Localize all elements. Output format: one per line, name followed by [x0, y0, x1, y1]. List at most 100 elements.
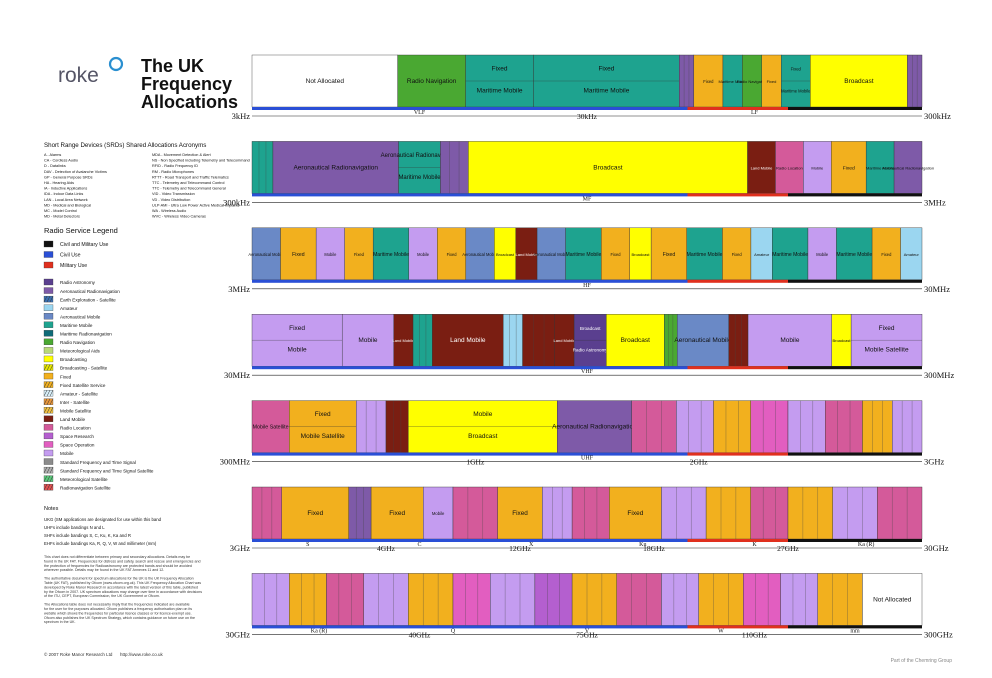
legend-title: Radio Service Legend [44, 226, 118, 235]
allocation-segment[interactable] [397, 54, 466, 108]
allocation-segment[interactable] [251, 54, 398, 108]
allocation-segment[interactable] [452, 486, 498, 540]
note-line: SHFs include bandings S, C, Ku, K, Ka an… [44, 533, 131, 538]
allocation-segment[interactable] [747, 141, 776, 194]
allocation-segment[interactable] [661, 573, 699, 626]
allocation-segment[interactable] [907, 54, 923, 108]
allocation-segment[interactable] [571, 573, 617, 626]
row-start-label: 30MHz [224, 370, 250, 380]
legend-swatch [43, 372, 54, 380]
allocation-segment[interactable] [534, 573, 573, 626]
row-mid-label: 30kHz [577, 112, 598, 121]
allocation-segment[interactable] [503, 314, 523, 367]
row-mid-label: 75GHz [576, 630, 598, 639]
allocation-segment[interactable] [831, 141, 867, 194]
allocation-segment[interactable] [440, 141, 469, 194]
allocation-segment[interactable] [465, 227, 495, 281]
allocation-segment[interactable] [423, 486, 454, 540]
allocation-segment[interactable] [810, 54, 908, 108]
segment-label: Fixed [447, 252, 457, 257]
allocation-segment[interactable] [606, 314, 665, 367]
allocation-segment[interactable] [251, 400, 290, 453]
allocation-segment[interactable] [892, 400, 923, 453]
allocation-segment[interactable] [251, 486, 282, 540]
allocation-segment[interactable] [348, 486, 372, 540]
legend-label: Earth Exploration - Satellite [60, 297, 116, 302]
allocation-segment[interactable] [363, 573, 409, 626]
legend-hatch [49, 407, 54, 414]
allocation-segment[interactable] [571, 486, 610, 540]
srd-acronym-left: DAV - Detection of Avalanche Victims [44, 170, 107, 174]
legend-swatch [43, 432, 54, 440]
allocation-segment[interactable] [803, 141, 832, 194]
allocation-segment[interactable] [693, 54, 724, 108]
allocation-segment[interactable] [713, 400, 751, 453]
allocation-segment[interactable] [780, 573, 818, 626]
segment-label: Fixed [879, 325, 895, 332]
allocation-segment[interactable] [372, 227, 410, 281]
allocation-segment[interactable] [862, 573, 923, 626]
segment-label: Maritime Mobile [836, 252, 872, 258]
allocation-segment[interactable] [750, 400, 789, 453]
allocation-segment[interactable] [650, 227, 687, 281]
allocation-segment[interactable] [877, 486, 923, 540]
allocation-segment[interactable] [631, 400, 677, 453]
legend-swatch [43, 449, 54, 457]
allocation-segment[interactable] [750, 486, 789, 540]
legend-hatch [46, 364, 51, 371]
allocation-segment[interactable] [408, 227, 438, 281]
allocation-segment[interactable] [865, 141, 895, 194]
allocation-segment[interactable] [251, 573, 290, 626]
title-line-3: Allocations [141, 92, 238, 112]
allocation-segment[interactable] [676, 400, 714, 453]
allocation-segment[interactable] [326, 573, 364, 626]
allocation-segment[interactable] [468, 141, 748, 194]
allocation-segment[interactable] [497, 486, 543, 540]
allocation-segment[interactable] [832, 486, 878, 540]
allocation-segment[interactable] [775, 141, 804, 194]
allocation-segment[interactable] [536, 227, 566, 281]
allocation-segment[interactable] [490, 573, 536, 626]
allocation-segment[interactable] [787, 486, 833, 540]
legend-swatch [43, 240, 54, 248]
allocation-segment[interactable] [557, 400, 632, 453]
allocation-segment[interactable] [542, 486, 573, 540]
allocation-segment[interactable] [871, 227, 901, 281]
allocation-segment[interactable] [452, 573, 491, 626]
allocation-segment[interactable] [836, 227, 873, 281]
allocation-segment[interactable] [272, 141, 399, 194]
allocation-segment[interactable] [289, 573, 327, 626]
allocation-segment[interactable] [728, 314, 749, 367]
allocation-segment[interactable] [370, 486, 424, 540]
allocation-segment[interactable] [787, 400, 826, 453]
allocation-segment[interactable] [432, 314, 504, 367]
allocation-segment[interactable] [862, 400, 893, 453]
allocation-segment[interactable] [341, 314, 394, 367]
allocation-segment[interactable] [356, 400, 387, 453]
allocation-segment[interactable] [679, 54, 695, 108]
allocation-segment[interactable] [661, 486, 707, 540]
allocation-segment[interactable] [251, 141, 274, 194]
allocation-segment[interactable] [412, 314, 433, 367]
allocation-segment[interactable] [698, 573, 744, 626]
allocation-segment[interactable] [315, 227, 345, 281]
allocation-segment[interactable] [676, 314, 729, 367]
allocation-segment[interactable] [825, 400, 863, 453]
allocation-segment[interactable] [280, 227, 317, 281]
srd-acronym-right: NS - Non Specified including Telemetry a… [152, 159, 250, 163]
allocation-segment[interactable] [437, 227, 467, 281]
allocation-segment[interactable] [686, 227, 723, 281]
allocation-segment[interactable] [705, 486, 751, 540]
allocation-segment[interactable] [743, 573, 781, 626]
allocation-segment[interactable] [817, 573, 863, 626]
footer-copyright: © 2007 Roke Manor Research Ltd [44, 651, 113, 657]
legend-label: Space Research [60, 434, 94, 439]
allocation-segment[interactable] [893, 141, 923, 194]
allocation-segment[interactable] [385, 400, 409, 453]
allocation-segment[interactable] [522, 314, 555, 367]
allocation-segment[interactable] [408, 573, 454, 626]
allocation-segment[interactable] [616, 573, 662, 626]
allocation-segment[interactable] [251, 227, 281, 281]
allocation-segment[interactable] [609, 486, 662, 540]
allocation-segment[interactable] [344, 227, 374, 281]
